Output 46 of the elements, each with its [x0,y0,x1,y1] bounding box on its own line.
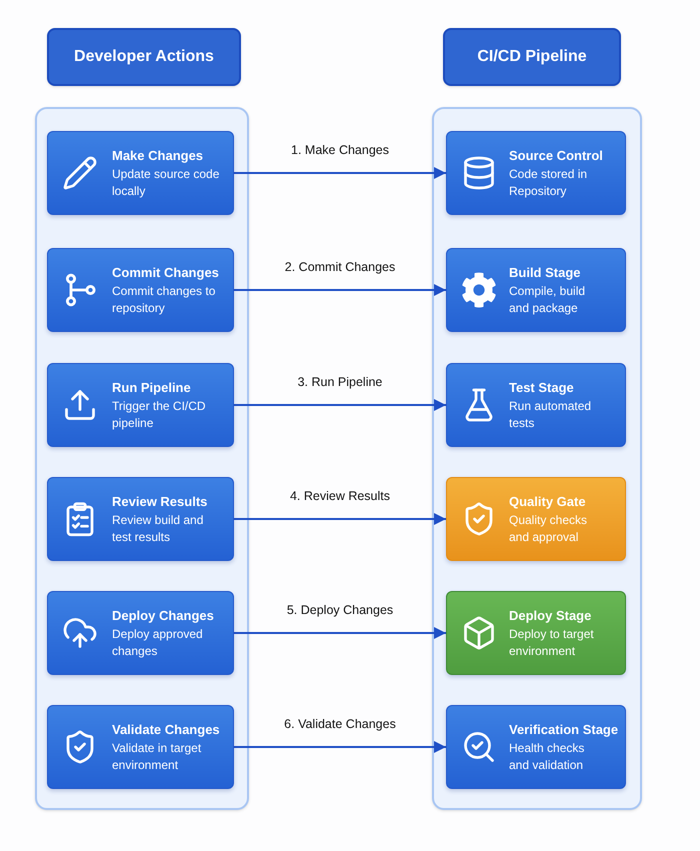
card-title: Quality Gate [509,493,587,511]
arrow [234,284,446,296]
card-title: Run Pipeline [112,379,192,397]
step-card [446,248,626,332]
card-description: Update source code locally [112,166,220,200]
step-card [47,705,234,789]
card-description: Review build and test results [112,512,204,546]
card-title: Make Changes [112,147,204,165]
step-card [446,363,626,447]
card-description: Trigger the CI/CD pipeline [112,398,207,432]
section-header: CI/CD Pipeline [443,28,621,86]
step-card [47,131,234,215]
card-description: Run automated tests [509,398,592,432]
column-panel [35,107,249,810]
arrow [234,513,446,525]
card-description: Deploy approved changes [112,626,204,660]
card-description: Compile, build and package [509,283,586,317]
card-description: Validate in target environment [112,740,202,774]
card-title: Commit Changes [112,264,220,282]
card-title: Validate Changes [112,721,221,739]
card-title: Deploy Stage [509,607,592,625]
card-description: Deploy to target environment [509,626,595,660]
card-title: Deploy Changes [112,607,215,625]
arrow [234,167,446,179]
card-description: Health checks and validation [509,740,586,774]
card-title: Test Stage [509,379,575,397]
step-card [47,248,234,332]
step-card [47,477,234,561]
section-header: Developer Actions [47,28,241,86]
card-description: Commit changes to repository [112,283,216,317]
step-card [446,131,626,215]
card-title: Review Results [112,493,208,511]
card-title: Source Control [509,147,604,165]
step-card [446,477,626,561]
step-card [446,705,626,789]
column-panel [432,107,642,810]
card-title: Verification Stage [509,721,618,739]
arrow [234,627,446,639]
card-title: Build Stage [509,264,582,282]
step-card [47,591,234,675]
arrow [234,741,446,753]
step-card [446,591,626,675]
arrow [234,399,446,411]
card-description: Code stored in Repository [509,166,588,200]
card-description: Quality checks and approval [509,512,588,546]
step-card [47,363,234,447]
